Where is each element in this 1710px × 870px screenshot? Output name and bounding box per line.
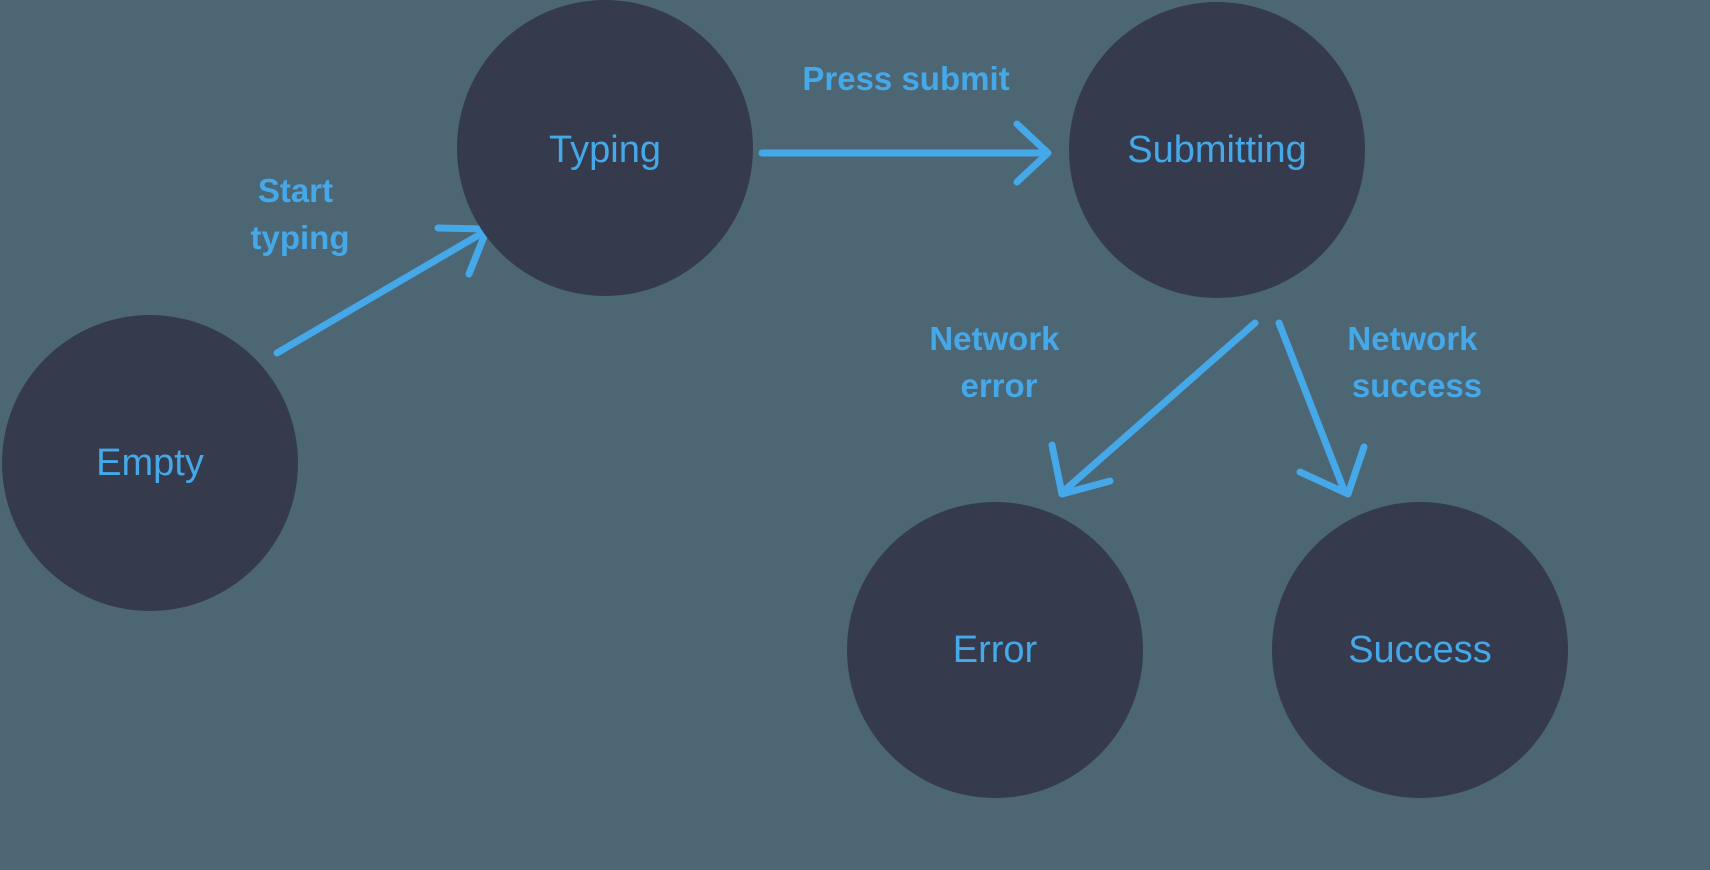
state-circle-success	[1272, 502, 1568, 798]
state-node-error[interactable]: Error	[847, 502, 1143, 798]
state-label-error: Error	[953, 629, 1038, 671]
edge-label-empty-to-typing: Start typing	[251, 172, 350, 256]
edge-label-line: Network	[1347, 320, 1478, 357]
arrowhead-submitting-to-error	[1048, 441, 1114, 498]
state-node-empty[interactable]: Empty	[2, 315, 298, 611]
edge-typing-to-submitting[interactable]: Press submit	[758, 60, 1052, 186]
edge-label-line: error	[960, 367, 1037, 404]
state-label-success: Success	[1348, 629, 1492, 671]
edge-line-empty-to-typing	[273, 228, 488, 357]
state-node-typing[interactable]: Typing	[457, 0, 753, 296]
edge-submitting-to-success[interactable]: Network success	[1275, 319, 1487, 498]
edge-empty-to-typing[interactable]: Start typing	[251, 172, 491, 357]
edge-line-submitting-to-success	[1275, 319, 1348, 494]
edge-submitting-to-error[interactable]: Network error	[929, 319, 1259, 498]
edge-label-line: success	[1352, 367, 1482, 404]
state-label-typing: Typing	[549, 129, 661, 171]
edge-label-line: Start	[258, 172, 333, 209]
edge-label-submitting-to-error: Network error	[929, 320, 1068, 404]
edge-label-line: Press submit	[802, 60, 1009, 97]
state-circle-error	[847, 502, 1143, 798]
edge-label-line: typing	[251, 219, 350, 256]
state-node-submitting[interactable]: Submitting	[1069, 2, 1365, 298]
arrowhead-typing-to-submitting	[1013, 120, 1052, 186]
state-label-empty: Empty	[96, 442, 204, 484]
edge-label-submitting-to-success: Network success	[1347, 320, 1486, 404]
state-circle-typing	[457, 0, 753, 296]
state-circle-submitting	[1069, 2, 1365, 298]
edge-label-typing-to-submitting: Press submit	[802, 60, 1009, 97]
state-circle-empty	[2, 315, 298, 611]
arrowhead-submitting-to-success	[1296, 443, 1368, 498]
state-node-success[interactable]: Success	[1272, 502, 1568, 798]
edge-line-submitting-to-error	[1061, 319, 1259, 494]
state-label-submitting: Submitting	[1127, 129, 1307, 171]
edge-label-line: Network	[929, 320, 1060, 357]
